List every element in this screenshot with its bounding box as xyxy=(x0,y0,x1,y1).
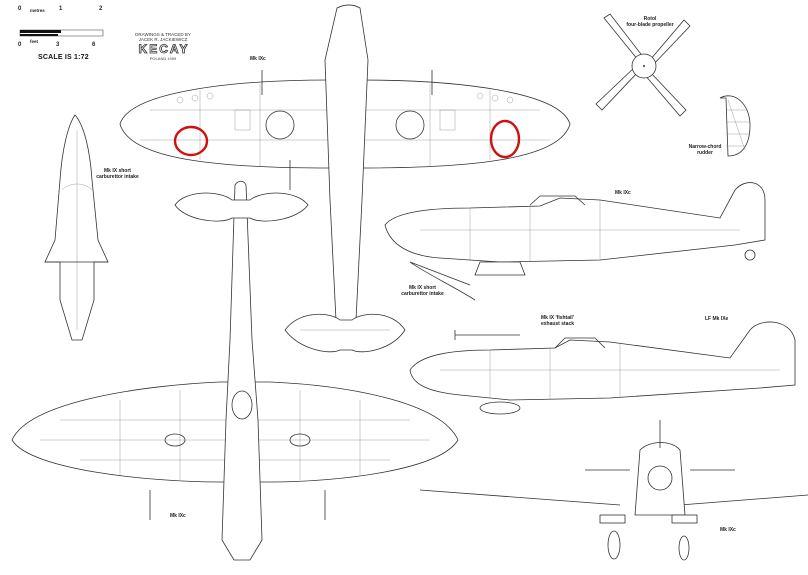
feet-label: feet xyxy=(30,39,39,44)
highlight-circle-left xyxy=(173,125,209,157)
scale-title: SCALE IS 1:72 xyxy=(38,54,89,61)
brand-logo: KECAY xyxy=(138,42,190,57)
side-view-2-label: LF Mk IXe xyxy=(705,316,729,322)
side-view-1-label: Mk IXc xyxy=(615,190,631,196)
feet-tick-6: 6 xyxy=(92,42,96,48)
credit-line-2: JACEK R. JACKIEWICZ xyxy=(138,37,188,42)
metres-tick-1: 1 xyxy=(59,6,63,12)
front-view-label: Mk IXc xyxy=(720,527,736,533)
metres-label: metres xyxy=(30,8,45,13)
rudder-label: Narrow-chord rudder xyxy=(688,144,722,156)
top-view-label: Mk IXc xyxy=(250,56,266,62)
rudder-detail xyxy=(719,95,751,157)
feet-tick-3: 3 xyxy=(56,42,60,48)
bottom-view-aircraft xyxy=(11,180,459,561)
exhaust-label: Mk IX 'fishtail' exhaust stack xyxy=(540,315,575,327)
feet-tick-0: 0 xyxy=(18,42,22,48)
bottom-view-label: Mk IXc xyxy=(170,513,186,519)
side-view-lf-mk-ixe xyxy=(409,321,796,415)
metres-tick-0: 0 xyxy=(18,6,22,12)
propeller-label: Rotol four-blade propeller xyxy=(626,16,674,28)
scale-bar-graphic xyxy=(19,29,104,37)
propeller-detail xyxy=(595,13,691,117)
highlight-circle-right xyxy=(489,119,521,159)
metres-tick-2: 2 xyxy=(99,6,103,12)
front-view-aircraft xyxy=(419,420,808,561)
top-view-aircraft xyxy=(119,4,571,353)
fuselage-top-view xyxy=(44,114,109,341)
intake-side-label: Mk IX short carburettor intake xyxy=(401,285,444,297)
credit-country: POLAND 1999 xyxy=(149,56,177,61)
intake-front-label: Mk IX short carburettor intake xyxy=(96,168,139,180)
credit-line-1: DRAWINGS & TRACED BY xyxy=(135,32,191,37)
side-view-mk-ixc xyxy=(384,182,766,301)
